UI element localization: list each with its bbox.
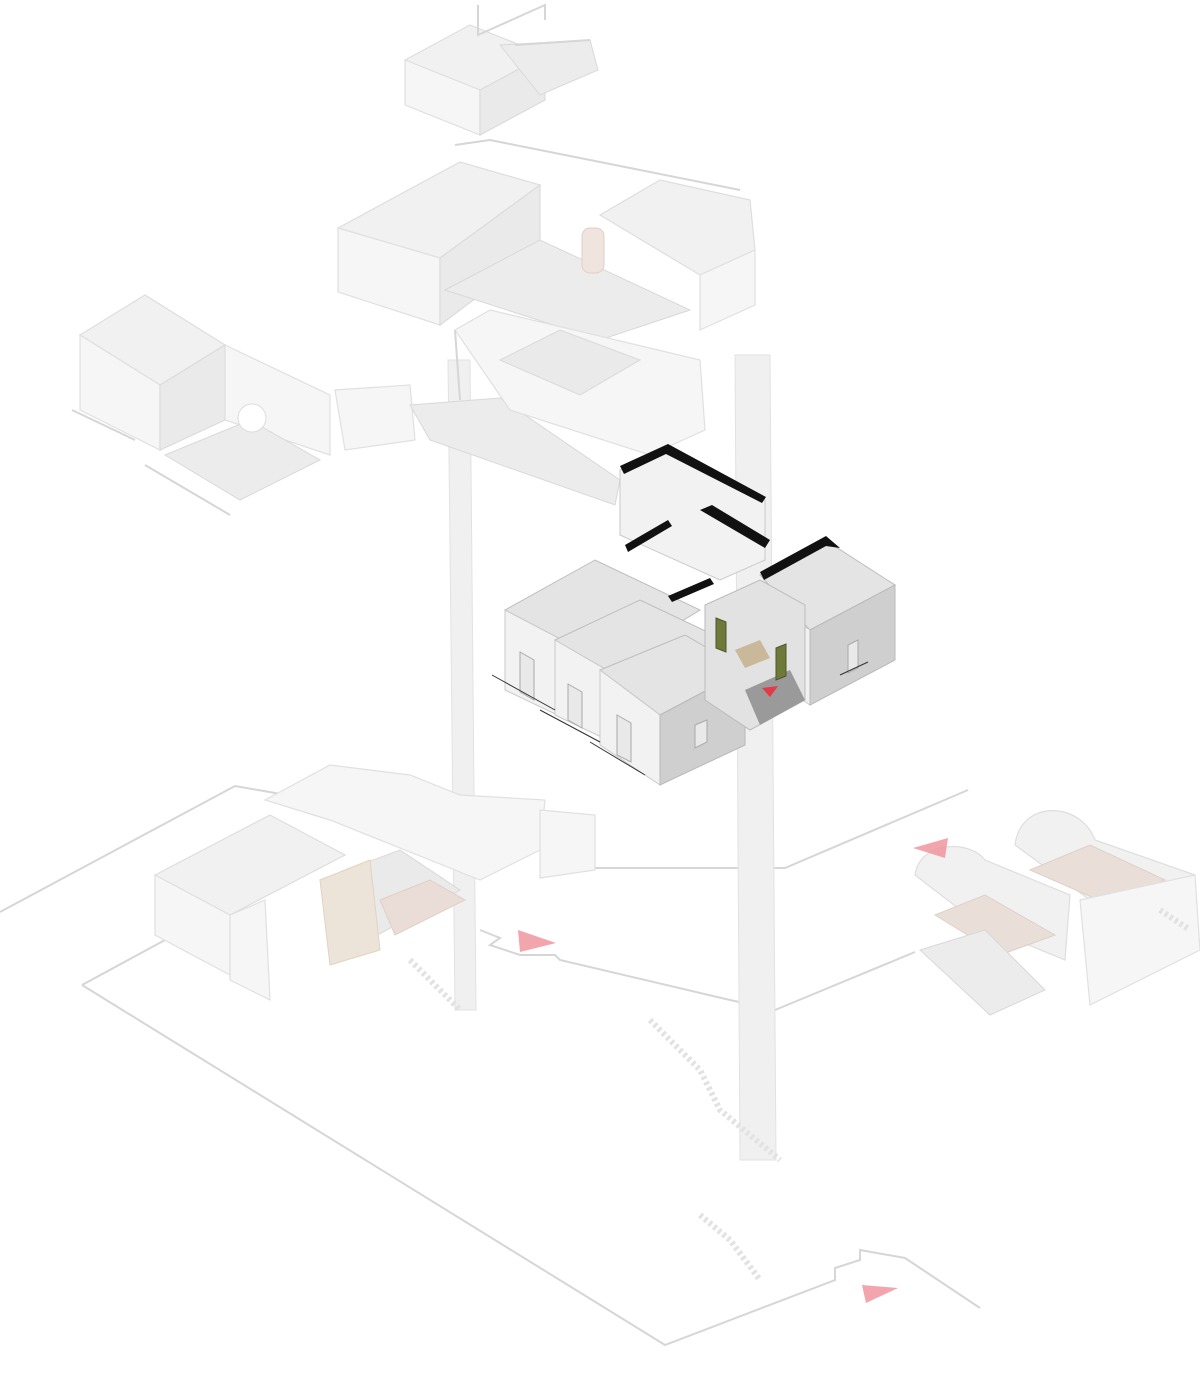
entry-marker-ground (518, 930, 556, 952)
ground-floor-left (153, 764, 596, 1001)
bridge-walkway (409, 397, 621, 506)
entry-marker-site-south (862, 1285, 898, 1303)
right-vaulted-building (914, 810, 1200, 1016)
entry-markers (518, 686, 948, 1303)
highlighted-residence (491, 444, 896, 786)
rooftop-unit (403, 3, 599, 137)
left-annex (71, 294, 416, 516)
descending-stairs (407, 957, 782, 1282)
entry-marker-highlighted (762, 686, 778, 697)
upper-level (336, 138, 756, 341)
mid-upper-level (454, 309, 706, 456)
entry-marker-site-north (913, 838, 948, 858)
